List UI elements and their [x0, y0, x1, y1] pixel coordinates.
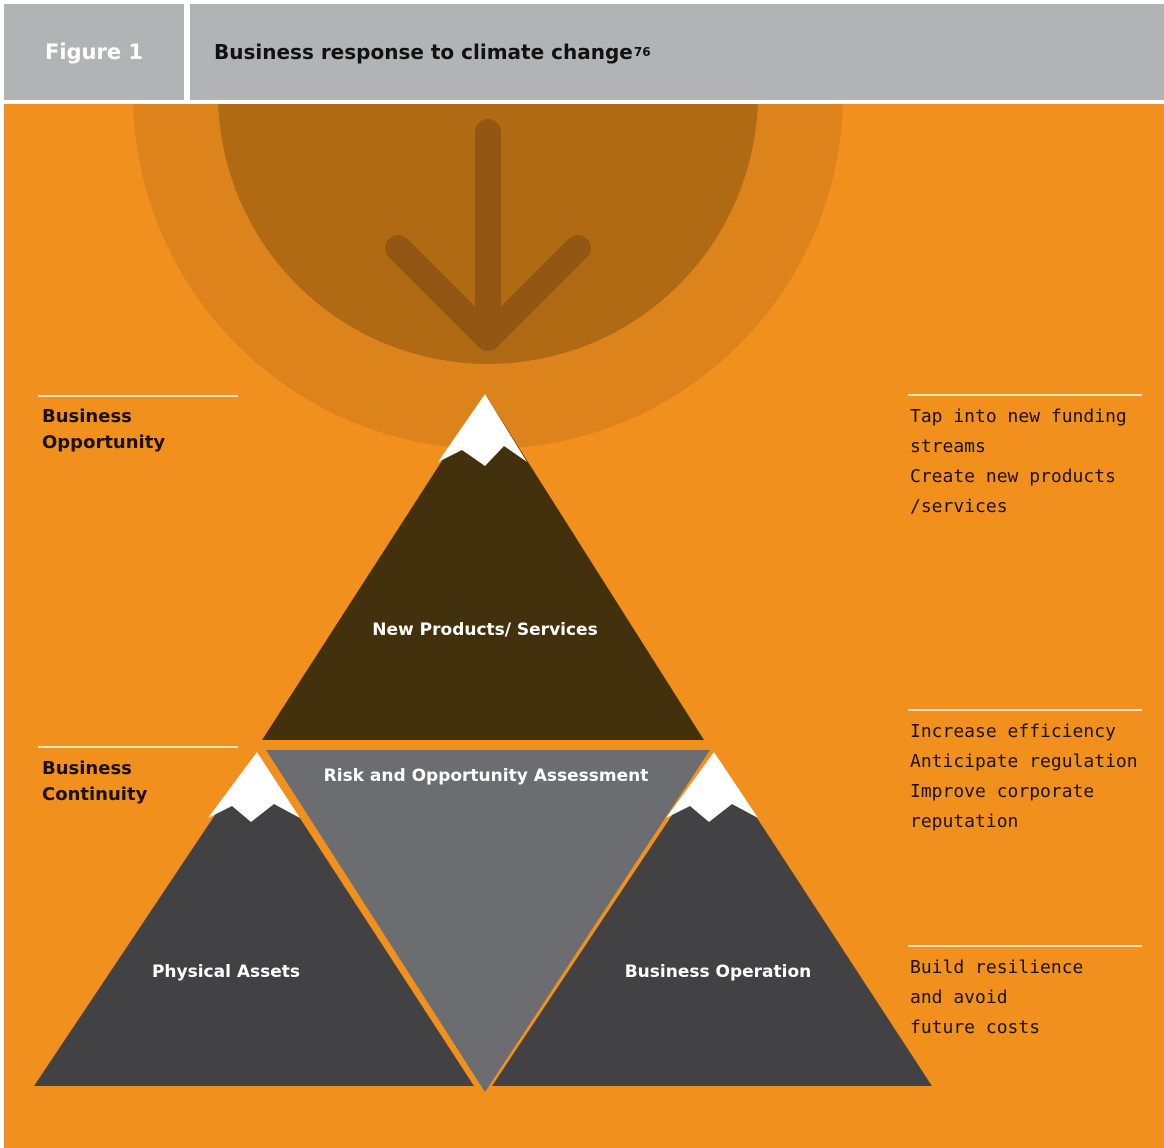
left-mountain-snow [208, 752, 300, 822]
top-mountain [262, 394, 704, 740]
business-continuity-label: Business Continuity [42, 758, 148, 805]
new-products-label: New Products/ Services [372, 620, 598, 640]
physical-assets-label: Physical Assets [151, 962, 301, 982]
opportunity-divider [38, 395, 238, 397]
diagram-graphic [34, 104, 932, 1092]
left-mountain [34, 752, 474, 1086]
arrow-down-icon [385, 119, 591, 351]
benefit-divider-2 [908, 709, 1142, 711]
opportunity-benefits: Tap into new funding streams Create new … [910, 406, 1127, 517]
business-operation-label: Business Operation [624, 962, 812, 982]
figure-title-reference: 76 [633, 45, 651, 59]
resilience-benefits: Build resilience and avoid future costs [910, 957, 1084, 1038]
right-mountain [492, 752, 932, 1086]
figure-label: Figure 1 [4, 4, 184, 100]
benefit-divider-3 [908, 945, 1142, 947]
center-triangle [266, 750, 710, 1092]
figure-header: Figure 1 Business response to climate ch… [0, 0, 1164, 100]
diagram-panel: Business Opportunity Business Continuity… [4, 104, 1164, 1148]
top-mountain-snow [438, 394, 527, 466]
continuity-divider [38, 746, 238, 748]
risk-assessment-label: Risk and Opportunity Assessment [323, 766, 649, 786]
business-opportunity-label: Business Opportunity [42, 406, 166, 453]
benefit-divider-1 [908, 394, 1142, 396]
efficiency-benefits: Increase efficiency Anticipate regulatio… [910, 721, 1138, 832]
figure-title: Business response to climate change [214, 40, 633, 64]
right-mountain-snow [666, 752, 758, 822]
